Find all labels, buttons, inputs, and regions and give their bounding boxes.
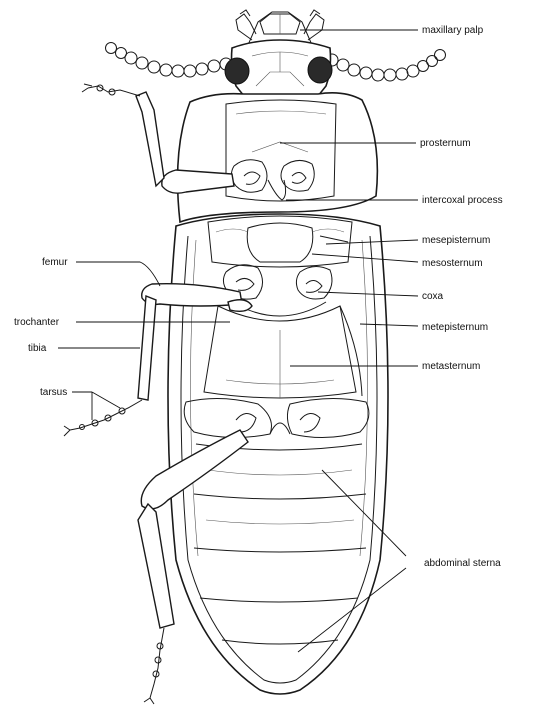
label-mesosternum: mesosternum: [422, 258, 483, 269]
tibia-shape: [138, 296, 156, 400]
label-coxa: coxa: [422, 291, 444, 302]
prothorax: [178, 93, 378, 222]
left-eye: [225, 58, 249, 84]
label-trochanter: trochanter: [14, 317, 60, 328]
label-abdominal-sterna: abdominal sterna: [424, 558, 501, 569]
right-antenna: [326, 50, 446, 82]
label-femur: femur: [42, 257, 68, 268]
head: [225, 40, 332, 96]
label-metasternum: metasternum: [422, 361, 480, 372]
left-antenna: [106, 43, 233, 78]
right-eye: [308, 57, 332, 83]
label-metepisternum: metepisternum: [422, 322, 488, 333]
label-prosternum: prosternum: [420, 138, 471, 149]
label-mesepisternum: mesepisternum: [422, 235, 490, 246]
label-tarsus: tarsus: [40, 387, 67, 398]
trochanter-shape: [228, 300, 252, 312]
label-intercoxal-process: intercoxal process: [422, 195, 503, 206]
label-maxillary-palp: maxillary palp: [422, 25, 484, 36]
label-tibia: tibia: [28, 343, 47, 354]
